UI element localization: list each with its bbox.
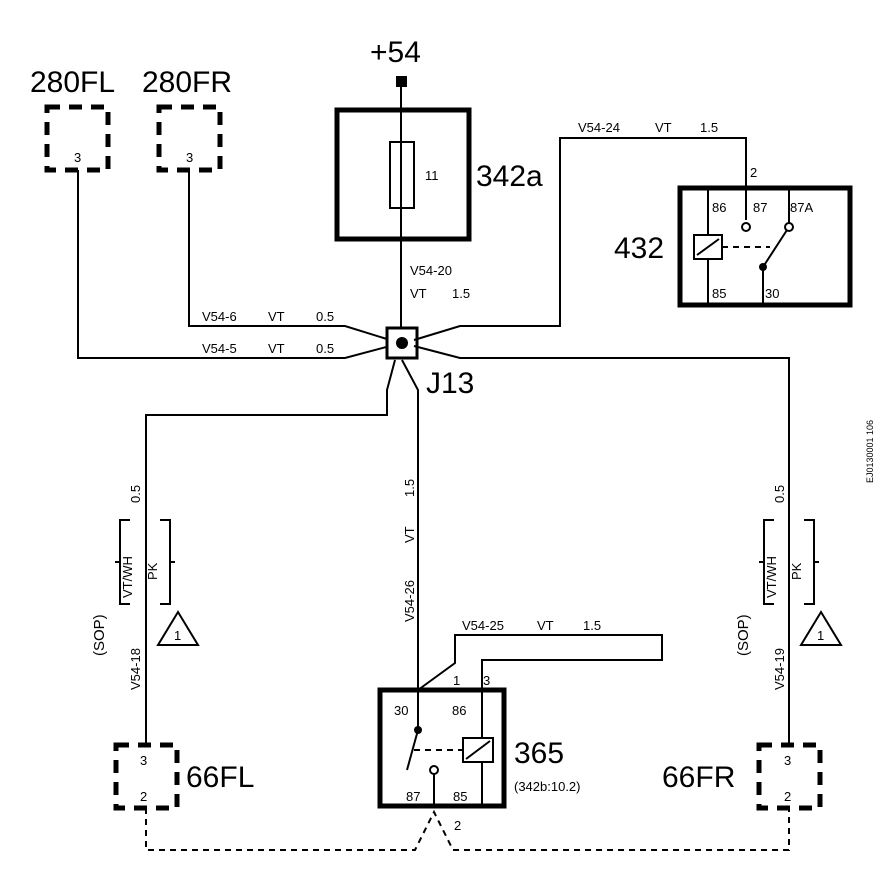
fuse-number: 11 (425, 168, 439, 183)
document-code: EJ0130001 106 (865, 420, 875, 483)
connector-280fr-label: 280FR (142, 66, 232, 99)
wire-432-id: V54-24 (578, 120, 620, 135)
left-color-b: PK (145, 562, 160, 580)
relay-365-ref: (342b:10.2) (514, 779, 581, 794)
left-color-a: VT/WH (120, 556, 135, 598)
fuse-component-label: 342a (476, 160, 543, 193)
connector-66fr-pin3: 3 (784, 753, 791, 768)
left-note-triangle-icon (156, 610, 200, 646)
wire-365-size: 1.5 (583, 618, 601, 633)
right-color-a: VT/WH (764, 556, 779, 598)
relay365-pin87: 87 (406, 789, 420, 804)
wire-fl-id: V54-5 (202, 341, 237, 356)
relay432-coil-mark (696, 238, 720, 256)
relay-432-label: 432 (614, 232, 664, 265)
supply-terminal (396, 76, 407, 87)
wire-v54-19 (413, 345, 790, 745)
connector-66fl-label: 66FL (186, 761, 254, 794)
relay365-switch-arm (406, 729, 419, 771)
wire-v54-26 (401, 359, 419, 690)
wire-fuse-id: V54-20 (410, 263, 452, 278)
wire-fl-size: 0.5 (316, 341, 334, 356)
wire-v54-5 (77, 170, 391, 359)
left-wire-id: V54-18 (128, 648, 143, 690)
relay365-pin85: 85 (453, 789, 467, 804)
relay365-coil-mark (465, 740, 491, 760)
right-note-triangle-icon (799, 610, 843, 646)
right-note-number: 1 (817, 628, 824, 643)
relay432-pin87: 87 (753, 200, 767, 215)
right-size: 0.5 (772, 485, 787, 503)
relay365-pin86: 86 (452, 703, 466, 718)
relay432-pin30: 30 (765, 286, 779, 301)
wire-v54-24 (413, 137, 747, 341)
wire-fr-size: 0.5 (316, 309, 334, 324)
wire-v54-6 (188, 170, 391, 341)
wire-fr-id: V54-6 (202, 309, 237, 324)
right-wire-id: V54-19 (772, 648, 787, 690)
junction-dot (396, 337, 408, 349)
relay365-pin1: 1 (453, 673, 460, 688)
relay365-contact-87 (429, 765, 439, 775)
center-wire-size: 1.5 (402, 479, 417, 497)
connector-280fl-pin: 3 (74, 150, 81, 165)
relay432-pin2: 2 (750, 165, 757, 180)
relay432-pin87a: 87A (790, 200, 813, 215)
right-sop: (SOP) (735, 614, 752, 656)
center-wire-id: V54-26 (402, 580, 417, 622)
ground-return-wire (145, 808, 790, 851)
relay365-pin30: 30 (394, 703, 408, 718)
relay-365-box (377, 687, 507, 809)
connector-66fr-pin2: 2 (784, 789, 791, 804)
junction-label: J13 (426, 367, 474, 400)
left-size: 0.5 (128, 485, 143, 503)
connector-280fr-pin: 3 (186, 150, 193, 165)
connector-66fl-pin3: 3 (140, 753, 147, 768)
wire-432-size: 1.5 (700, 120, 718, 135)
connector-66fl-pin2: 2 (140, 789, 147, 804)
wire-432-color: VT (655, 120, 672, 135)
left-sop: (SOP) (91, 614, 108, 656)
right-wire-bracket (759, 519, 819, 605)
wire-v54-25 (417, 634, 663, 691)
relay432-pin86: 86 (712, 200, 726, 215)
fuse-box (334, 107, 472, 242)
wire-365-id: V54-25 (462, 618, 504, 633)
relay365-ground-pin: 2 (454, 818, 461, 833)
left-note-number: 1 (174, 628, 181, 643)
wire-v54-18 (145, 359, 396, 745)
connector-66fr-label: 66FR (662, 761, 735, 794)
wire-365-color: VT (537, 618, 554, 633)
relay432-contact-87 (741, 222, 751, 232)
wire-fuse-color: VT (410, 286, 427, 301)
relay365-pin3: 3 (483, 673, 490, 688)
relay-365-label: 365 (514, 737, 564, 770)
supply-label: +54 (370, 36, 421, 69)
wire-fr-color: VT (268, 309, 285, 324)
relay432-pin85: 85 (712, 286, 726, 301)
left-wire-bracket (115, 519, 175, 605)
wire-fuse-size: 1.5 (452, 286, 470, 301)
right-color-b: PK (789, 562, 804, 580)
relay-432-box (677, 185, 853, 308)
center-wire-color: VT (402, 526, 417, 543)
connector-280fl-label: 280FL (30, 66, 115, 99)
wire-fl-color: VT (268, 341, 285, 356)
relay432-switch-arm (762, 229, 788, 268)
